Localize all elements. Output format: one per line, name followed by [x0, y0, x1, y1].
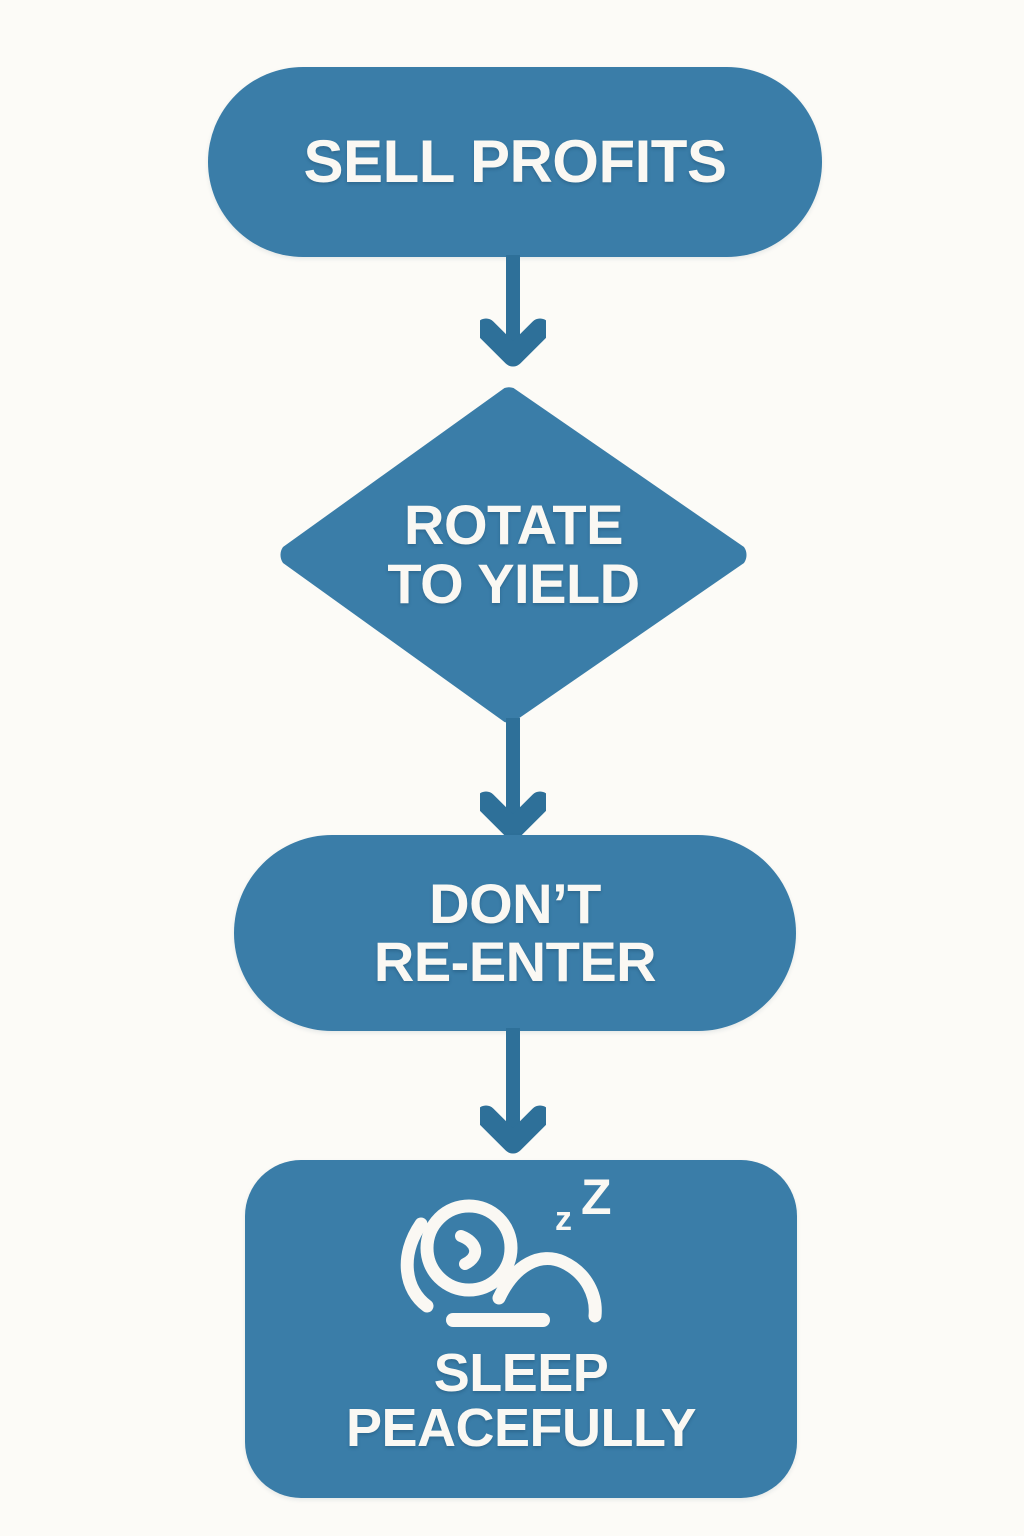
node-sleep-peacefully-label: SLEEP PEACEFULLY — [345, 1343, 697, 1459]
node-sell-profits-label: SELL PROFITS — [303, 128, 727, 196]
node-rotate-to-yield[interactable]: ROTATE TO YIELD — [275, 380, 752, 730]
diamond-text-wrap: ROTATE TO YIELD — [275, 380, 752, 730]
connector-arrow-1 — [480, 255, 546, 367]
connector-arrow-2 — [480, 718, 546, 840]
node-sell-profits[interactable]: SELL PROFITS — [208, 67, 822, 257]
zzz-small-letter: z — [555, 1200, 572, 1238]
node-dont-re-enter-label: DON’T RE-ENTER — [373, 871, 657, 993]
node-sleep-peacefully[interactable]: z Z SLEEP PEACEFULLY — [245, 1160, 797, 1498]
sleeping-person-icon: z Z — [391, 1170, 651, 1350]
node-rotate-to-yield-label: ROTATE TO YIELD — [387, 493, 640, 615]
node-dont-re-enter[interactable]: DON’T RE-ENTER — [234, 835, 796, 1031]
zzz-large-letter: Z — [581, 1170, 612, 1225]
connector-arrow-3 — [480, 1028, 546, 1156]
diamond-shape — [275, 380, 752, 730]
